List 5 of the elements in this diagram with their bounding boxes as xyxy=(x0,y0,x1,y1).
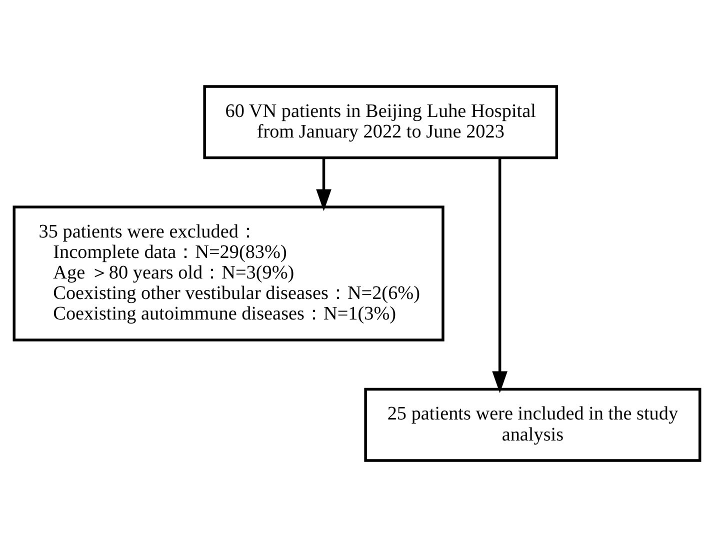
arrow xyxy=(492,158,508,393)
arrow xyxy=(316,157,332,211)
node-box: 25 patients were included in the study analysis xyxy=(364,387,702,462)
node-box: 35 patients were excluded： Incomplete data：N=29(83%) Age ＞80 years old：N=3(9%) Coexisting other vestibular diseases：N=2(6%) Coexisting autoimmune diseases：N=1(3%) xyxy=(12,205,444,341)
node-box: 60 VN patients in Beijing Luhe Hospital from January 2022 to June 2023 xyxy=(203,84,558,159)
